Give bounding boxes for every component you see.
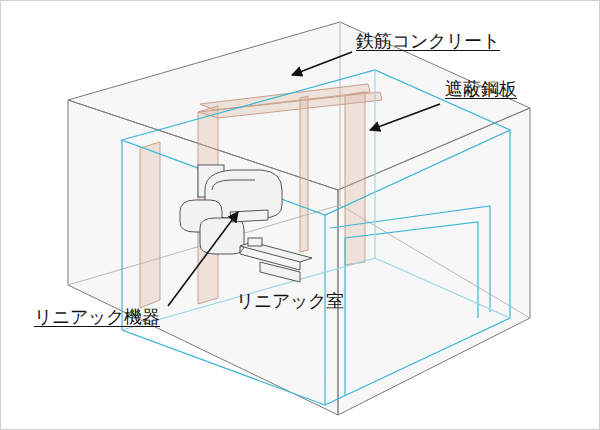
steel-plate-mid — [300, 96, 308, 252]
leader-steel — [370, 104, 440, 130]
leader-concrete — [292, 52, 352, 75]
machine-head-lower — [200, 218, 244, 254]
machine-gantry-line — [212, 180, 255, 190]
concrete-hidden-edge — [68, 22, 530, 318]
maze-wall — [330, 206, 490, 395]
linac-room — [122, 70, 510, 405]
room-front — [325, 130, 510, 405]
callout-label: リニアック機器 — [34, 306, 160, 328]
room-hidden-edge — [122, 70, 510, 330]
steel-plate-left — [140, 142, 160, 308]
steel-plate-right — [345, 92, 365, 265]
callout-label: リニアック室 — [236, 290, 344, 312]
room-left — [122, 140, 325, 405]
couch-part — [248, 238, 262, 246]
steel-plate — [140, 84, 382, 308]
leader-line — [168, 52, 440, 306]
leader-machine — [168, 212, 238, 306]
callout-label: 鉄筋コンクリート — [356, 30, 500, 52]
concrete-front — [338, 108, 530, 415]
callout-label: 遮蔽鋼板 — [445, 78, 517, 100]
concrete-left — [68, 100, 338, 415]
concrete-block — [68, 22, 530, 415]
couch-side — [240, 246, 300, 270]
